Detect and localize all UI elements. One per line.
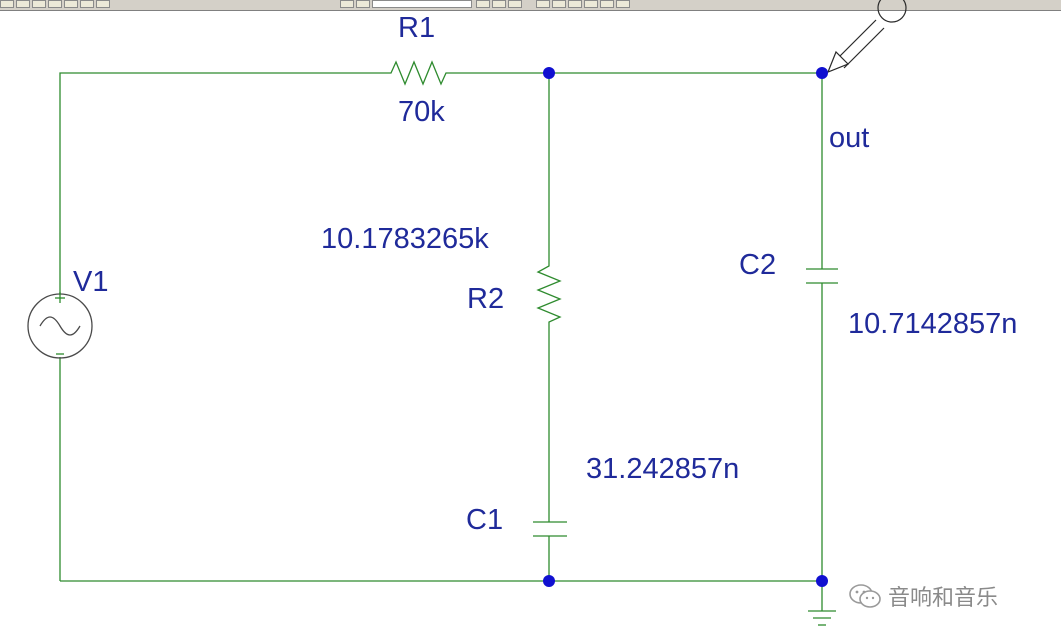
c2-value-label[interactable]: 10.7142857n	[848, 308, 1018, 340]
toolbar-button[interactable]	[568, 0, 582, 8]
toolbar-button[interactable]	[96, 0, 110, 8]
v1-polarity	[55, 293, 65, 355]
toolbar-button[interactable]	[476, 0, 490, 8]
toolbar-button[interactable]	[584, 0, 598, 8]
junction-node[interactable]	[816, 575, 828, 587]
toolbar-button[interactable]	[0, 0, 14, 8]
toolbar-button[interactable]	[340, 0, 354, 8]
r1-value-label[interactable]: 70k	[398, 96, 445, 128]
r1-name-label[interactable]: R1	[398, 12, 436, 44]
sine-wave-icon	[39, 316, 81, 336]
toolbar-button[interactable]	[536, 0, 550, 8]
junction-node[interactable]	[543, 67, 555, 79]
toolbar-button[interactable]	[552, 0, 566, 8]
wires	[27, 60, 838, 626]
r1-resistor-symbol[interactable]	[383, 60, 453, 86]
toolbar-button[interactable]	[16, 0, 30, 8]
out-net-label[interactable]: out	[829, 122, 870, 154]
voltage-probe-icon[interactable]	[826, 0, 907, 74]
junction-nodes	[543, 67, 828, 587]
r2-resistor-symbol[interactable]	[536, 260, 562, 328]
junction-node[interactable]	[816, 67, 828, 79]
toolbar-button[interactable]	[32, 0, 46, 8]
wire-top-left[interactable]	[59, 72, 383, 295]
c2-name-label[interactable]: C2	[739, 249, 777, 281]
c1-value-label[interactable]: 31.242857n	[586, 453, 740, 485]
watermark-text: 音响和音乐	[888, 586, 999, 611]
r2-name-label[interactable]: R2	[467, 283, 505, 315]
toolbar-button[interactable]	[80, 0, 94, 8]
junction-node[interactable]	[543, 575, 555, 587]
toolbar-button[interactable]	[600, 0, 614, 8]
watermark: 音响和音乐	[848, 580, 998, 612]
wechat-icon	[848, 583, 882, 609]
toolbar-button[interactable]	[64, 0, 78, 8]
toolbar-button[interactable]	[356, 0, 370, 8]
toolbar-button[interactable]	[492, 0, 506, 8]
v1-name-label[interactable]: V1	[73, 266, 109, 298]
toolbar-button[interactable]	[616, 0, 630, 8]
toolbar	[0, 0, 1061, 11]
toolbar-combo[interactable]	[372, 0, 472, 8]
toolbar-button[interactable]	[508, 0, 522, 8]
toolbar-button[interactable]	[48, 0, 62, 8]
r2-value-label[interactable]: 10.1783265k	[321, 223, 489, 255]
c1-name-label[interactable]: C1	[466, 504, 504, 536]
